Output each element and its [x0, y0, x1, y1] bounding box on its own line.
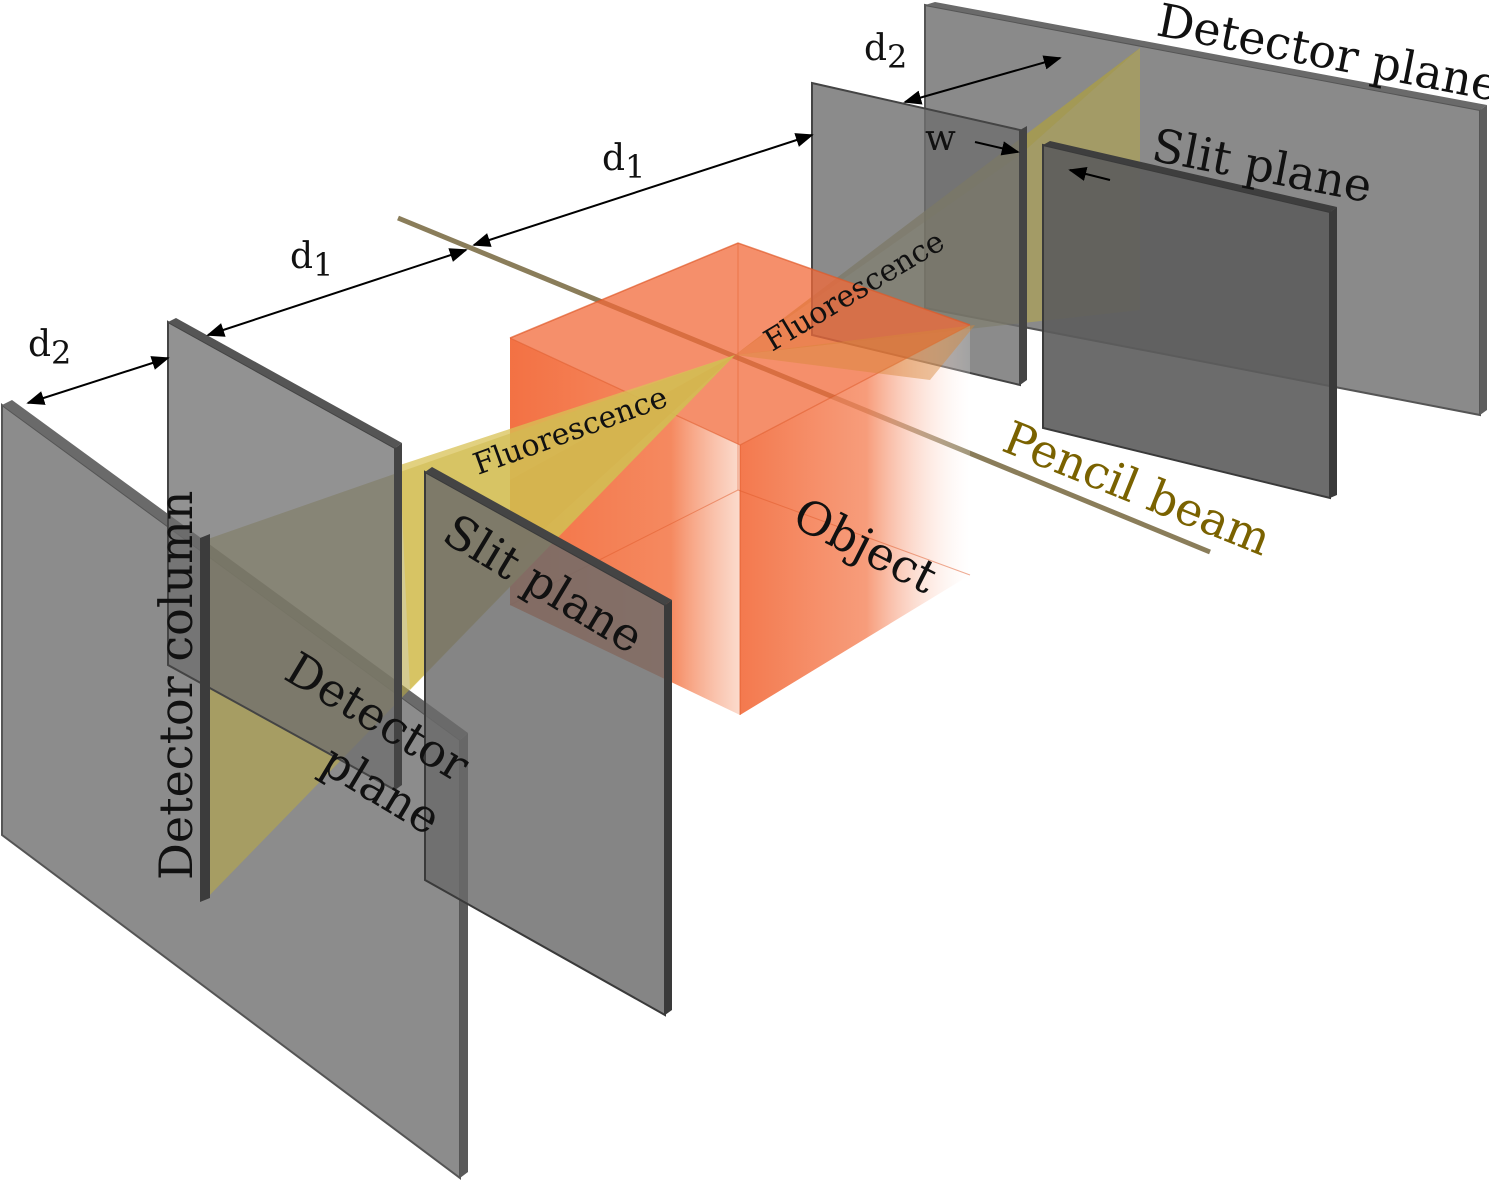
d1-left-label: d1	[290, 236, 333, 284]
left-slit-plane-lower	[424, 467, 672, 1017]
d2-right-arrow	[903, 55, 1062, 105]
d2-left-label: d2	[28, 324, 71, 372]
w-arrow-left	[974, 141, 1020, 156]
w-arrow-right	[1068, 166, 1111, 181]
detector-column-label: Detector column	[149, 491, 203, 880]
d1-right-arrow	[472, 133, 814, 247]
d2-left-arrow	[26, 356, 170, 405]
left-slit-plane-upper	[167, 318, 402, 792]
detector-column	[200, 534, 210, 902]
d2-right-label: d2	[864, 28, 907, 76]
dimension-arrows	[26, 55, 1111, 405]
d1-left-arrow	[206, 248, 468, 337]
d1-right-label: d1	[602, 138, 645, 186]
w-label: w	[925, 118, 956, 159]
